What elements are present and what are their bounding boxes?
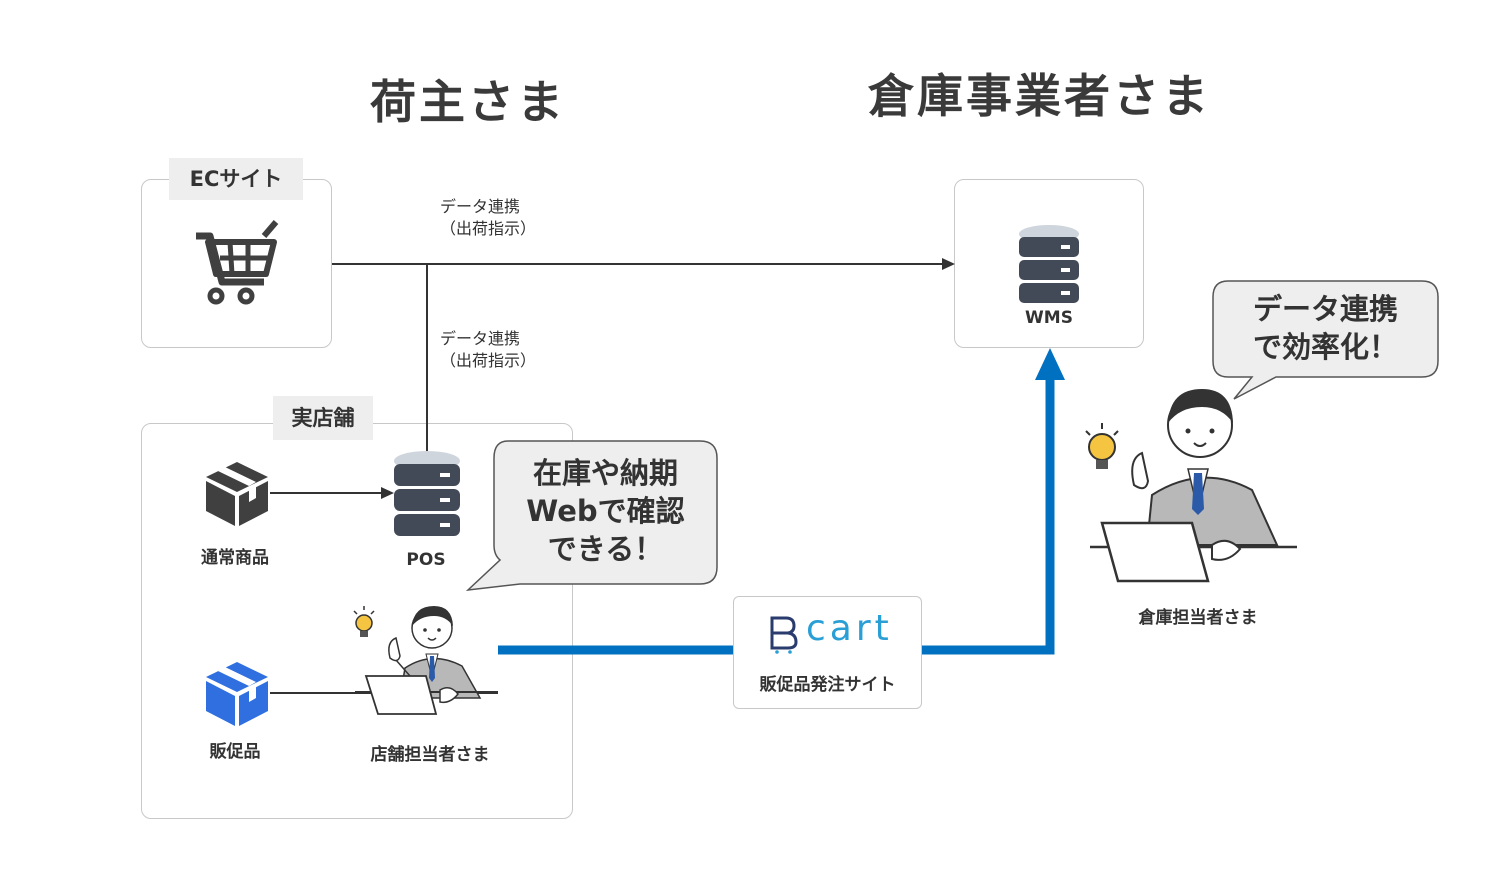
flow-label-line1: データ連携 — [440, 329, 521, 348]
warehouse-heading: 倉庫事業者さま — [868, 69, 1211, 123]
bcart-label: 販促品発注サイト — [759, 675, 896, 695]
bcart-box — [733, 596, 922, 709]
shopping-cart-icon — [196, 220, 279, 305]
flow-label-line2: （出荷指示） — [440, 219, 537, 238]
warehouse-staff-label: 倉庫担当者さま — [1138, 608, 1258, 628]
store-staff-illustration — [353, 606, 498, 715]
bcart-logo-text: cart — [806, 608, 893, 649]
flow-label-pos: データ連携 （出荷指示） — [440, 328, 536, 372]
store-bubble-line2: Webで確認 — [526, 494, 685, 528]
wms-database-icon — [1019, 225, 1079, 303]
promo-package-icon — [206, 662, 268, 726]
warehouse-bubble-text: データ連携 で効率化！ — [1213, 290, 1438, 366]
flow-label-line1: データ連携 — [440, 197, 521, 216]
warehouse-staff-illustration — [1085, 389, 1297, 583]
store-staff-label: 店舗担当者さま — [370, 745, 490, 765]
ec-site-box — [141, 179, 332, 348]
warehouse-bubble-line2: で効率化！ — [1252, 330, 1398, 364]
store-bubble-text: 在庫や納期 Webで確認 できる！ — [494, 454, 717, 568]
database-icon — [394, 451, 460, 536]
flow-label-line2: （出荷指示） — [440, 351, 537, 370]
promo-goods-label: 販促品 — [209, 742, 261, 762]
store-bubble-line1: 在庫や納期 — [532, 456, 678, 490]
package-icon — [206, 462, 268, 526]
wms-label: WMS — [1025, 308, 1073, 328]
bcart-logo-icon — [770, 616, 798, 654]
store-bubble-line3: できる！ — [547, 532, 664, 566]
normal-goods-label: 通常商品 — [201, 548, 269, 568]
ec-site-tab: ECサイト — [169, 158, 303, 200]
warehouse-bubble-line1: データ連携 — [1252, 292, 1398, 326]
shipper-heading: 荷主さま — [370, 75, 566, 129]
pos-label: POS — [406, 550, 446, 570]
flow-label-ec-wms: データ連携 （出荷指示） — [440, 196, 536, 240]
store-tab: 実店舗 — [273, 396, 373, 440]
